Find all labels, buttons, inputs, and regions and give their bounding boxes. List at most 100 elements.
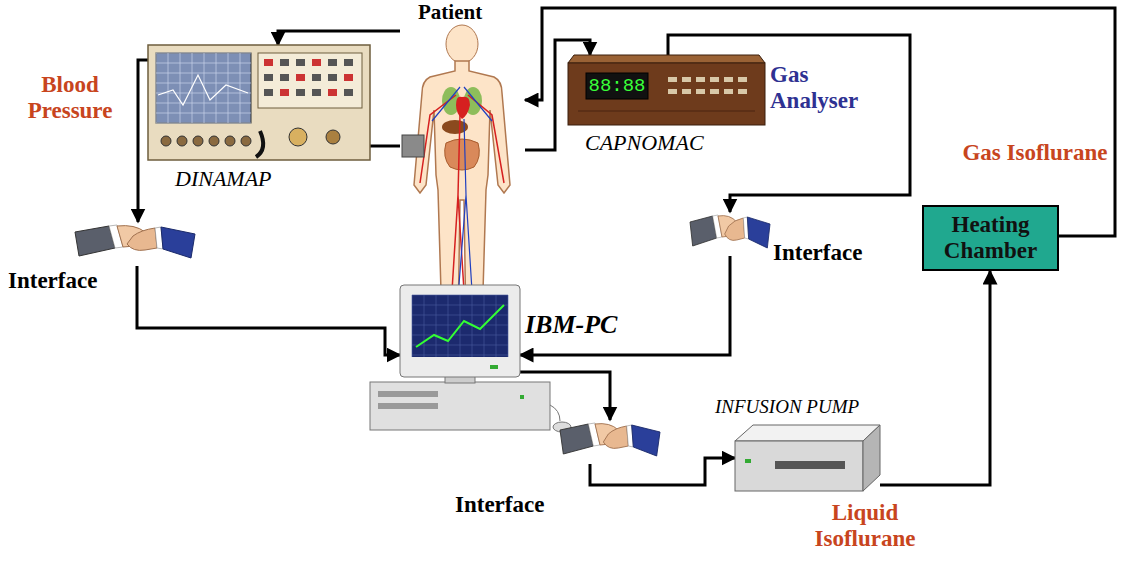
node-label: DINAMAP <box>175 166 272 192</box>
drawing-part <box>710 77 719 82</box>
signal-label: Liquid Isoflurane <box>790 500 940 553</box>
drawing-part <box>412 295 508 357</box>
drawing-part <box>568 63 765 125</box>
drawing-part <box>586 73 648 99</box>
drawing-part <box>328 74 337 81</box>
monitor-device <box>148 45 370 160</box>
drawing-part <box>156 53 157 123</box>
connector-arrow <box>880 271 990 485</box>
drawing-part <box>412 295 508 296</box>
drawing-part <box>75 226 115 256</box>
connector-arrow <box>590 458 735 485</box>
node-label: INFUSION PUMP <box>715 396 859 418</box>
node-label: Interface <box>8 268 97 294</box>
monitor-device: DINAMAP <box>148 45 370 160</box>
node-label: Heating Chamber <box>930 212 1051 264</box>
drawing-part <box>412 295 413 357</box>
drawing-part <box>668 89 677 94</box>
drawing-part <box>328 59 337 66</box>
drawing-part <box>258 53 362 108</box>
drawing-part <box>312 59 321 66</box>
drawing-part <box>326 130 340 144</box>
drawing-part <box>289 128 307 146</box>
drawing-part <box>256 131 263 157</box>
drawing-part <box>148 45 370 160</box>
connector-arrow <box>370 145 400 148</box>
drawing-part <box>735 441 863 491</box>
drawing-part <box>264 74 273 81</box>
drawing-part <box>344 59 353 66</box>
drawing-part <box>448 295 449 357</box>
drawing-part <box>456 97 470 119</box>
drawing-part <box>156 123 251 124</box>
connector-arrow <box>520 256 730 355</box>
drawing-part <box>710 89 719 94</box>
drawing-part <box>682 89 691 94</box>
interface-icon: Interface <box>560 420 660 464</box>
drawing-part <box>216 53 217 123</box>
signal-label: Gas Isoflurane <box>960 140 1110 166</box>
handshake-icon <box>560 420 660 464</box>
drawing-part <box>344 74 353 81</box>
drawing-part <box>603 426 628 448</box>
handshake-icon <box>75 222 195 266</box>
drawing-part <box>863 425 880 491</box>
drawing-part <box>180 53 181 123</box>
drawing-part <box>193 136 203 146</box>
drawing-part <box>775 461 845 469</box>
signal-label: Blood Pressure <box>15 72 125 125</box>
node-label: Interface <box>773 240 862 266</box>
drawing-part <box>280 89 289 96</box>
drawing-part <box>400 285 520 377</box>
drawing-part <box>496 295 497 357</box>
drawing-part <box>725 218 745 240</box>
drawing-part <box>177 136 187 146</box>
drawing-part <box>696 77 705 82</box>
drawing-part <box>520 395 524 399</box>
drawing-part <box>156 93 251 94</box>
drawing-part <box>738 89 747 94</box>
infusion-pump-device <box>735 425 880 495</box>
drawing-part <box>328 89 337 96</box>
drawing-part <box>632 425 660 456</box>
node-label: IBM-PC <box>525 310 617 340</box>
drawing-part <box>560 424 593 454</box>
node-label: Interface <box>455 492 544 518</box>
interface-icon: Interface <box>75 222 195 266</box>
drawing-part <box>225 136 235 146</box>
drawing-part <box>370 382 550 430</box>
drawing-part <box>296 89 305 96</box>
drawing-part <box>161 136 171 146</box>
drawing-part <box>240 53 241 123</box>
drawing-part <box>344 89 353 96</box>
drawing-part <box>446 25 478 63</box>
connector-arrow <box>138 60 148 222</box>
drawing-part <box>156 113 251 114</box>
node-label: CAPNOMAC <box>585 130 704 156</box>
node-label: Gas Analyser <box>770 62 865 114</box>
drawing-part <box>156 103 251 104</box>
drawing-part <box>209 136 219 146</box>
drawing-part <box>296 74 305 81</box>
connector-arrow <box>525 8 1115 236</box>
drawing-part <box>264 89 273 96</box>
drawing-part <box>412 355 508 356</box>
drawing-part <box>412 305 508 306</box>
drawing-part <box>724 89 733 94</box>
computer-node: IBM-PC <box>400 285 520 380</box>
drawing-part <box>156 53 251 123</box>
drawing-part <box>578 111 755 112</box>
drawing-part <box>156 53 251 54</box>
drawing-part <box>280 59 289 66</box>
drawing-part <box>158 75 248 105</box>
drawing-part <box>156 83 251 84</box>
drawing-part <box>568 55 765 63</box>
drawing-part <box>416 305 504 347</box>
drawing-part <box>402 135 424 157</box>
drawing-part <box>156 63 251 64</box>
drawing-part <box>312 74 321 81</box>
drawing-part <box>241 136 251 146</box>
display-digits: 88:88 <box>588 73 646 99</box>
drawing-part <box>312 89 321 96</box>
